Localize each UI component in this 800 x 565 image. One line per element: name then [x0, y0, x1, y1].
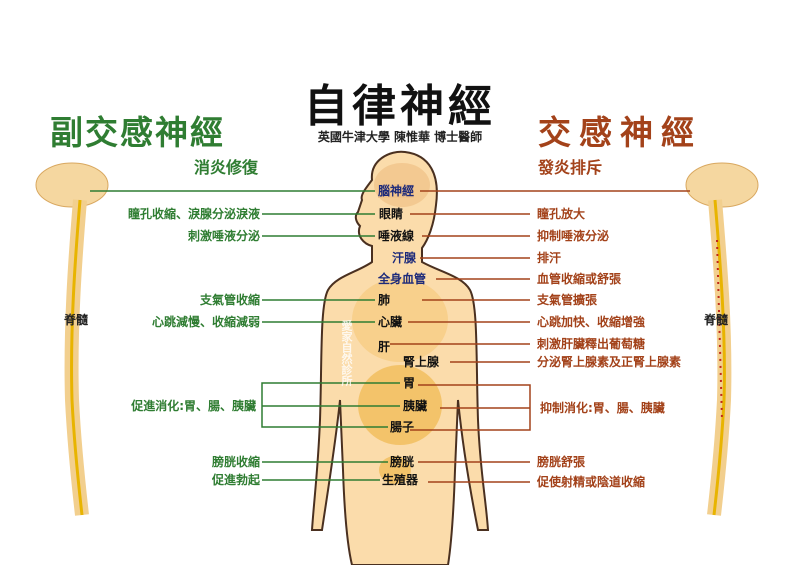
- sympathetic-title: 交感神經: [538, 113, 702, 152]
- organ-sweat-gland: 汗腺: [392, 251, 417, 265]
- symp-effect-blood-vessels: 血管收縮或舒張: [537, 272, 622, 286]
- symp-effect-sweat: 排汗: [537, 251, 562, 265]
- symp-effect-saliva: 抑制唾液分泌: [537, 229, 610, 243]
- symp-effect-bladder: 膀胱舒張: [537, 455, 586, 469]
- organ-stomach: 胃: [403, 376, 416, 390]
- symp-effect-pupil: 瞳孔放大: [537, 207, 586, 221]
- parasympathetic-subtitle: 消炎修復: [193, 158, 258, 177]
- left-spine-illustration: [35, 162, 109, 516]
- symp-effect-liver: 刺激肝臟釋出葡萄糖: [537, 337, 646, 351]
- bladder-shape: [379, 456, 411, 484]
- left-spine-label: 脊髓: [64, 313, 89, 327]
- organ-bladder: 膀胱: [390, 455, 415, 469]
- symp-effect-ejaculation: 促使射精或陰道收縮: [537, 475, 646, 489]
- watermark: 愛家自然診所: [340, 320, 353, 386]
- para-effect-digestion: 促進消化:胃、腸、胰臟: [131, 399, 256, 413]
- organ-intestines: 腸子: [390, 420, 415, 434]
- organ-salivary-gland: 唾液線: [378, 229, 415, 243]
- para-effect-bronchi: 支氣管收縮: [199, 293, 260, 307]
- sympathetic-connector-lines: [390, 190, 690, 483]
- para-effect-erection: 促進勃起: [211, 473, 260, 487]
- symp-effect-heart: 心跳加快、收縮增強: [537, 315, 646, 329]
- parasympathetic-connector-lines: [90, 190, 400, 481]
- organ-heart: 心臟: [378, 315, 403, 329]
- symp-effect-digestion: 抑制消化:胃、腸、胰臟: [540, 401, 665, 415]
- para-effect-bladder: 膀胱收縮: [211, 455, 260, 469]
- parasympathetic-title: 副交感神經: [50, 113, 225, 152]
- lungs-shape: [352, 278, 448, 362]
- para-effect-saliva: 刺激唾液分泌: [187, 229, 260, 243]
- organ-blood-vessels: 全身血管: [378, 272, 427, 286]
- sympathetic-subtitle: 發炎排斥: [538, 158, 603, 177]
- organ-lungs: 肺: [378, 293, 391, 307]
- para-effect-heart: 心跳減慢、收縮減弱: [151, 315, 260, 329]
- para-effect-pupil: 瞳孔收縮、淚腺分泌淚液: [127, 207, 260, 221]
- organ-liver: 肝: [378, 340, 391, 354]
- right-spine-illustration: [685, 162, 759, 516]
- organ-adrenal-gland: 腎上腺: [403, 355, 440, 369]
- author-subtitle: 英國牛津大學 陳惟華 博士醫師: [317, 130, 483, 144]
- organ-eyes: 眼睛: [379, 207, 404, 221]
- organ-brain-nerve: 腦神經: [378, 184, 415, 198]
- organ-pancreas: 胰臟: [403, 399, 428, 413]
- symp-effect-bronchi: 支氣管擴張: [537, 293, 598, 307]
- symp-effect-adrenal: 分泌腎上腺素及正腎上腺素: [537, 355, 682, 369]
- organ-genitals: 生殖器: [382, 473, 419, 487]
- main-title: 自律神經: [304, 81, 496, 132]
- right-spine-label: 脊髓: [704, 313, 729, 327]
